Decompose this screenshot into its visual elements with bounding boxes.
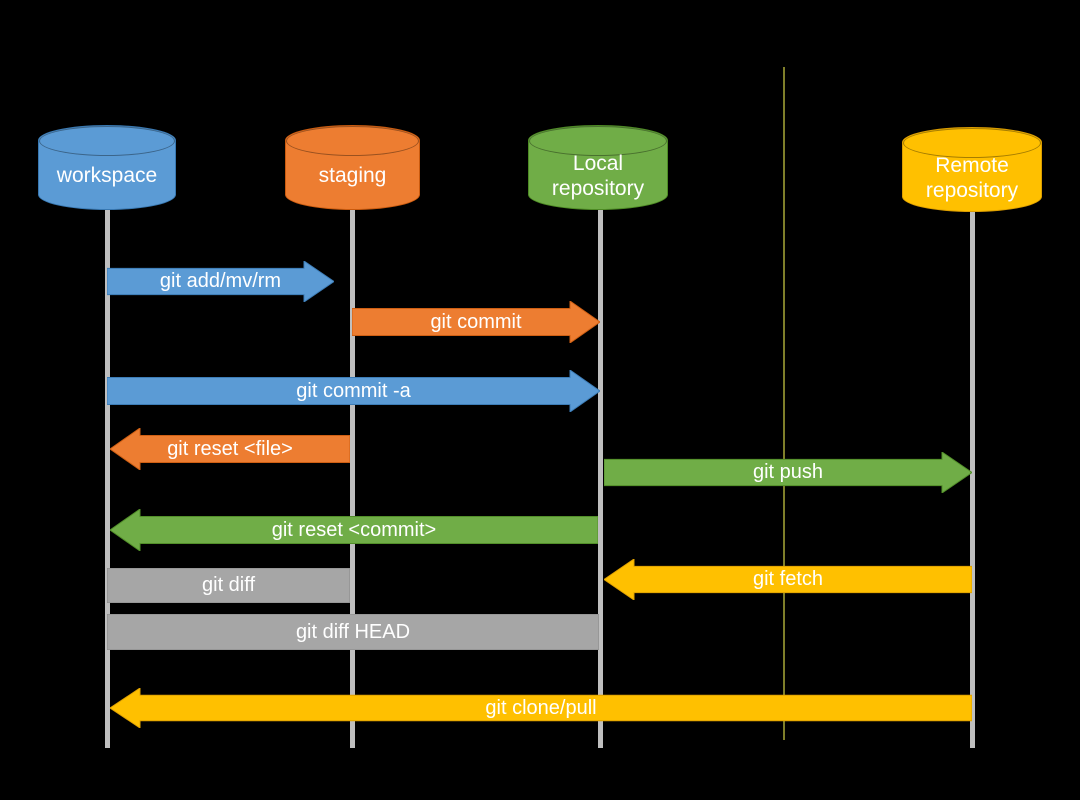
flow-git-commit-a[interactable]: git commit -a [107, 370, 600, 412]
cylinder-top-ellipse [39, 126, 175, 156]
flow-git-push[interactable]: git push [604, 452, 972, 493]
cylinder-top-ellipse [286, 126, 419, 156]
node-label: staging [318, 164, 387, 187]
flow-label: git reset <file> [167, 437, 293, 460]
local-remote-divider [783, 67, 785, 740]
flow-label: git add/mv/rm [159, 270, 282, 292]
lifeline-local-repo [598, 202, 603, 748]
lifeline-remote-repo [970, 204, 975, 748]
flow-git-diff-head[interactable]: git diff HEAD [107, 614, 599, 650]
cylinder-top-ellipse [529, 126, 667, 156]
flow-git-add[interactable]: git add/mv/rm [107, 261, 334, 302]
flow-shape [107, 568, 350, 603]
flow-shape [604, 452, 972, 493]
flow-label: git diff [202, 574, 255, 596]
flow-label: git fetch [752, 568, 824, 590]
flow-shape [107, 614, 599, 650]
flow-shape [604, 559, 972, 600]
flow-git-commit[interactable]: git commit [352, 301, 600, 343]
node-staging[interactable]: staging [285, 125, 420, 210]
flow-label: git commit [430, 310, 522, 333]
flow-git-reset-file[interactable]: git reset <file> [110, 428, 350, 470]
flow-git-fetch[interactable]: git fetch [604, 559, 972, 600]
flow-git-diff[interactable]: git diff [107, 568, 350, 603]
flow-git-clone-pull[interactable]: git clone/pull [110, 688, 972, 728]
flow-label: git commit -a [296, 379, 411, 402]
flow-label: git diff HEAD [295, 620, 411, 643]
lifeline-staging [350, 202, 355, 748]
node-workspace[interactable]: workspace [38, 125, 176, 210]
flow-git-reset-commit[interactable]: git reset <commit> [110, 509, 598, 551]
node-label: workspace [56, 164, 158, 187]
flow-shape [107, 370, 600, 412]
lifeline-workspace [105, 202, 110, 748]
flow-shape [110, 688, 972, 728]
flow-shape [107, 261, 334, 302]
flow-shape [110, 428, 350, 470]
flow-label: git reset <commit> [271, 518, 437, 541]
flow-label: git clone/pull [485, 696, 597, 719]
flow-shape [352, 301, 600, 343]
flow-shape [110, 509, 598, 551]
cylinder-top-ellipse [903, 128, 1041, 158]
flow-label: git push [752, 461, 824, 483]
